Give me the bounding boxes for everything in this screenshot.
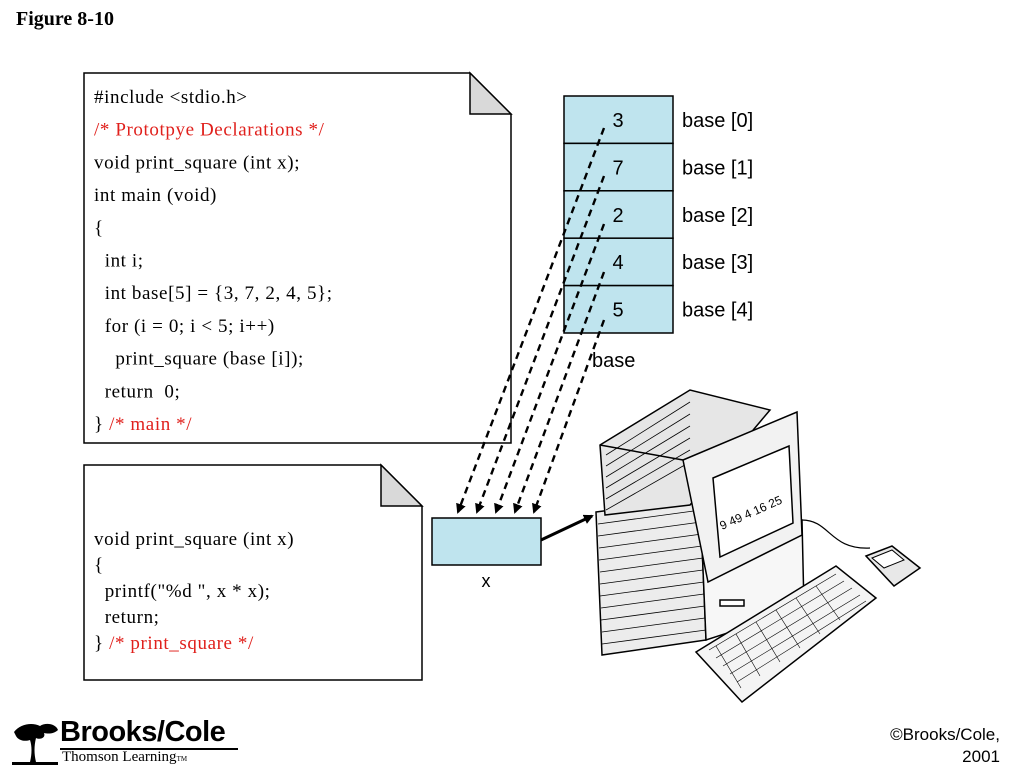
function-code-line: return;: [94, 607, 160, 628]
main-code-line: int main (void): [94, 185, 217, 206]
copyright: ©Brooks/Cole, 2001: [890, 724, 1000, 768]
output-arrow: [540, 514, 594, 542]
publisher-sub-text: Thomson Learning: [62, 749, 177, 765]
closing-brace: }: [94, 633, 109, 654]
print-square-comment: /* print_square */: [109, 633, 254, 654]
array-index-label: base [0]: [682, 110, 753, 132]
function-code-line: printf("%d ", x * x);: [94, 581, 271, 602]
copyright-line1: ©Brooks/Cole,: [890, 725, 1000, 744]
array-cell: [563, 237, 674, 287]
array-index-label: base [3]: [682, 252, 753, 274]
main-code-document: #include <stdio.h> /* Prototpye Declarati…: [83, 71, 513, 444]
arrow-base-0: [456, 127, 606, 514]
parameter-x-label: x: [482, 571, 491, 591]
main-code-line: /* Prototpye Declarations */: [94, 120, 325, 141]
base-array: 3 base [0] 7 base [1] 2 base [2] 4 base [3] 5 bas…: [563, 95, 753, 334]
trademark-symbol: TM: [176, 755, 188, 763]
main-code-line: int i;: [94, 251, 144, 272]
main-comment: /* main */: [109, 414, 192, 435]
array-index-label: base [2]: [682, 205, 753, 227]
main-code-lines: #include <stdio.h> /* Prototpye Declarati…: [94, 87, 333, 402]
main-code-line: for (i = 0; i < 5; i++): [94, 316, 275, 337]
array-name-label: base: [592, 350, 635, 372]
array-index-label: base [4]: [682, 300, 753, 322]
function-code-line: void print_square (int x): [94, 529, 294, 550]
computer-icon: [595, 389, 922, 704]
publisher-brand: Brooks/Cole: [60, 716, 226, 748]
value-flow-arrows: [456, 127, 606, 514]
keyboard: [694, 565, 878, 704]
arrow-base-4: [532, 319, 606, 514]
main-code-line: print_square (base [i]);: [94, 349, 304, 370]
array-cell: [563, 284, 674, 334]
array-cell: [563, 142, 674, 192]
figure-title: Figure 8-10: [16, 8, 114, 30]
tree-logo-icon: [12, 723, 58, 765]
array-cell: [563, 190, 674, 239]
main-code-line: int base[5] = {3, 7, 2, 4, 5};: [94, 283, 333, 304]
main-code-line: #include <stdio.h>: [94, 87, 248, 108]
array-cell-value: 3: [612, 110, 623, 132]
array-index-label: base [1]: [682, 157, 753, 179]
main-code-closing: } /* main */: [94, 414, 192, 435]
array-cell-value: 7: [612, 157, 623, 179]
main-code-line: void print_square (int x);: [94, 152, 300, 173]
array-cell-value: 4: [612, 252, 623, 274]
brand-underline: [60, 748, 238, 750]
arrow-base-2: [494, 223, 606, 514]
arrow-base-3: [513, 271, 606, 514]
parameter-x-box: [431, 517, 542, 566]
array-cell-value: 5: [612, 300, 623, 322]
function-code-document: void print_square (int x) { printf("%d ",…: [83, 463, 424, 681]
copyright-line2: 2001: [962, 747, 1000, 766]
function-code-closing: } /* print_square */: [94, 633, 254, 654]
function-code-lines: void print_square (int x) { printf("%d ",…: [94, 529, 294, 628]
main-code-line: {: [94, 218, 104, 239]
main-code-line: return 0;: [94, 381, 180, 402]
array-cell: [563, 95, 674, 145]
array-cell-value: 2: [612, 205, 623, 227]
closing-brace: }: [94, 414, 109, 435]
function-code-line: {: [94, 555, 104, 576]
publisher-sub: Thomson LearningTM: [62, 749, 187, 766]
disk-slot: [719, 599, 745, 607]
